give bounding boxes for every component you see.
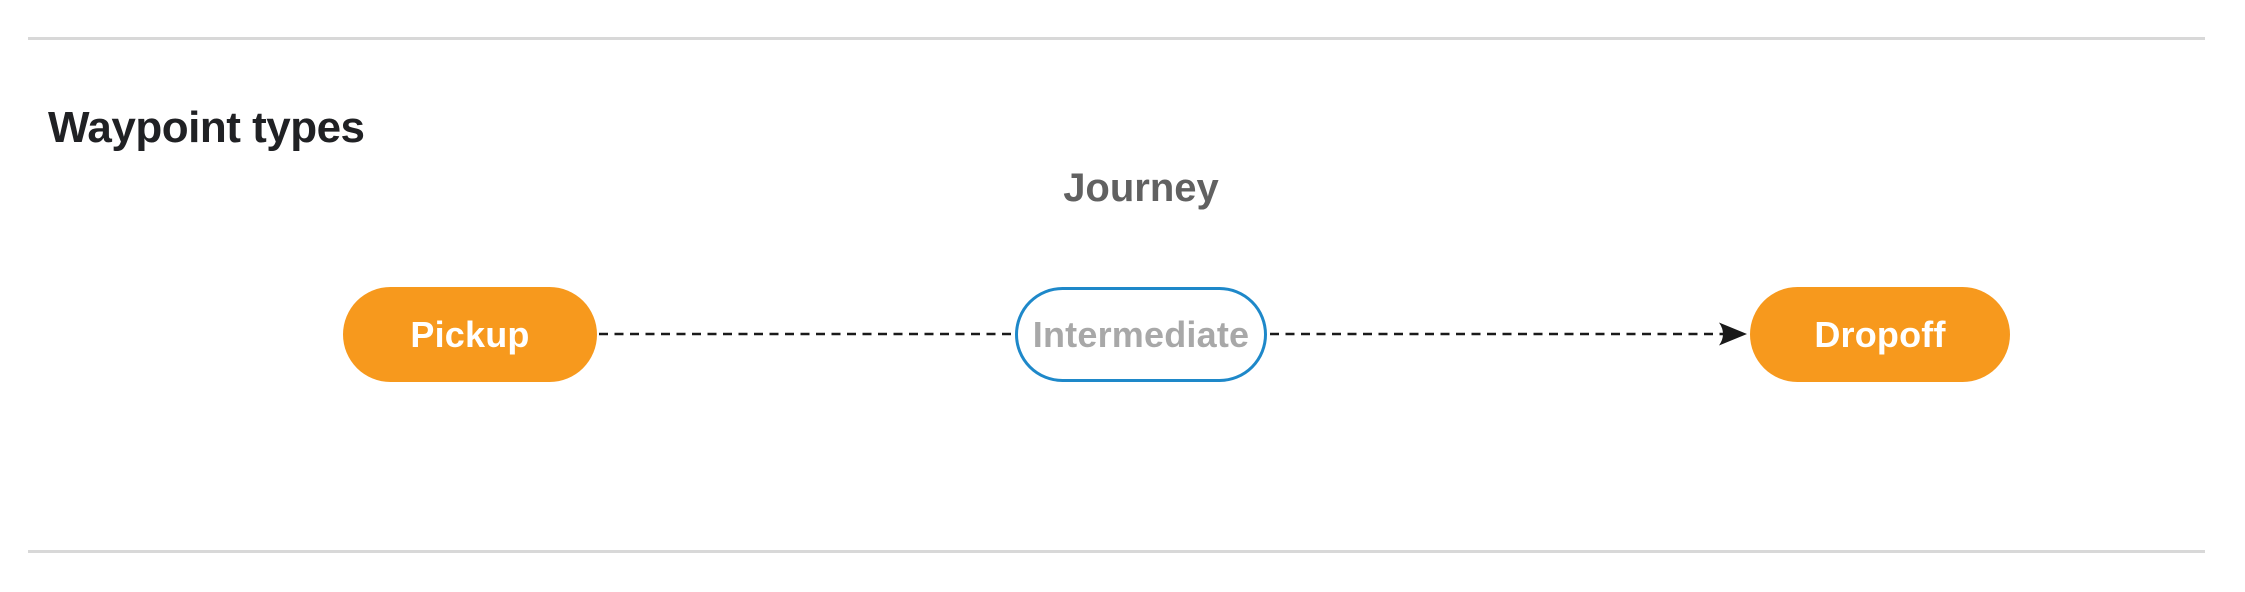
node-pickup-label: Pickup xyxy=(410,313,530,355)
journey-label: Journey xyxy=(1063,166,1219,210)
node-dropoff-label: Dropoff xyxy=(1814,313,1946,355)
node-intermediate-label: Intermediate xyxy=(1032,313,1250,355)
node-dropoff: Dropoff xyxy=(1750,287,2010,382)
section-divider-top xyxy=(28,37,2205,40)
arrowhead-icon xyxy=(1719,322,1747,346)
node-pickup: Pickup xyxy=(343,287,597,382)
section-divider-bottom xyxy=(28,550,2205,553)
node-intermediate: Intermediate xyxy=(1015,287,1267,382)
section-title: Waypoint types xyxy=(48,102,365,152)
